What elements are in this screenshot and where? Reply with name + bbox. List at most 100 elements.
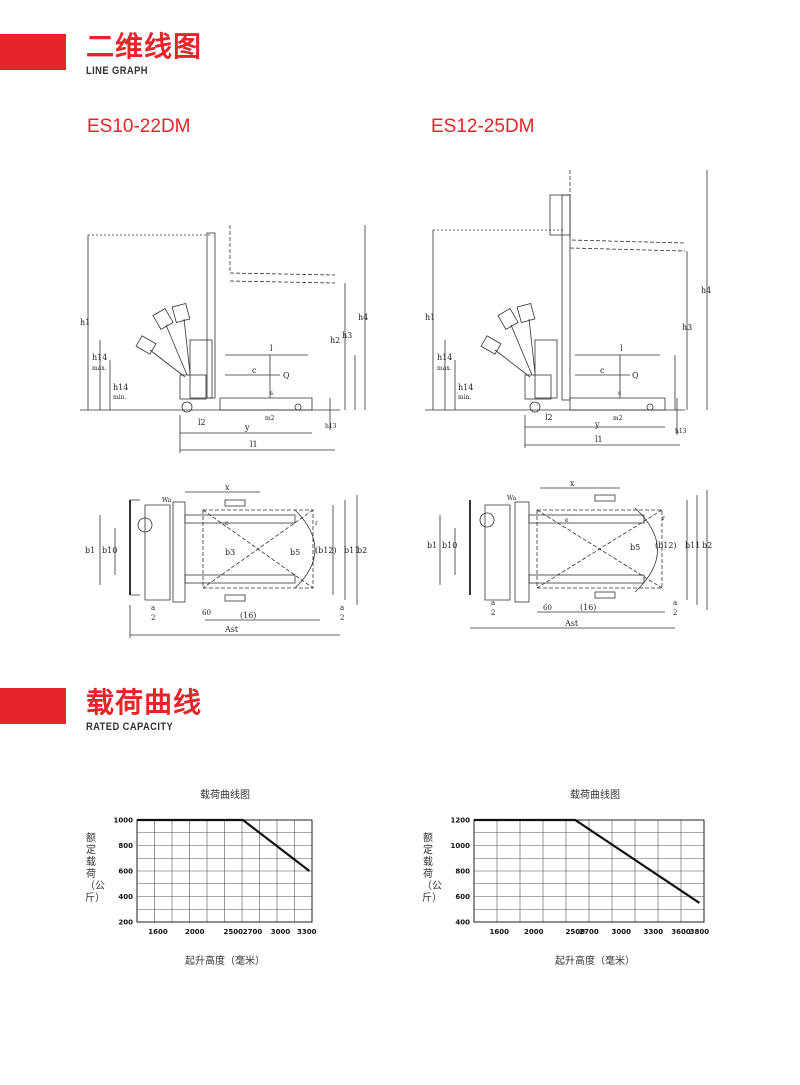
dim-min-left: min.: [113, 394, 126, 401]
dim-h3-left: h3: [342, 331, 352, 340]
dim-l-right: l: [620, 344, 623, 353]
dim-r-right: r: [662, 515, 665, 522]
dim-m2-left: m2: [265, 415, 275, 422]
dim-a2-right: a: [673, 599, 677, 607]
dim-b11-left: b11: [344, 546, 359, 555]
y-tick-label: 600: [455, 893, 470, 901]
section-subtitle-line-graph: LINE GRAPH: [86, 65, 148, 77]
x-tick-label: 1600: [148, 928, 168, 936]
dim-b11-right: b11: [685, 541, 700, 550]
section-title-line-graph: 二维线图: [86, 30, 203, 63]
dim-l1-right: l1: [595, 435, 603, 444]
dim-l-left: l: [270, 344, 273, 353]
dim-two2-right: 2: [673, 609, 677, 617]
dim-c-right: c: [600, 366, 605, 375]
dim-b1-left: b1: [85, 546, 95, 555]
dim-y-left: y: [244, 423, 250, 432]
dim-e-left: e: [225, 520, 229, 527]
dim-q-left: Q: [283, 371, 290, 380]
x-tick-label: 2000: [185, 928, 205, 936]
dim-two-left: 2: [151, 614, 155, 622]
side-view-drawing-left: h1 h14 max. h14 min. h2 h3 h4 l c Q s m2…: [80, 225, 368, 453]
dim-h4-right: h4: [701, 286, 711, 295]
y-tick-label: 1200: [451, 817, 471, 825]
dim-a-right: a: [491, 599, 495, 607]
dim-s-right: s: [618, 390, 621, 397]
dim-wa-right: Wa: [507, 495, 517, 502]
plot-frame: [473, 819, 705, 923]
dim-a2-left: a: [340, 604, 344, 612]
y-tick-label: 1000: [114, 817, 134, 825]
dim-a-left: a: [151, 604, 155, 612]
dim-h4-left: h4: [358, 313, 368, 322]
dim-max-left: max.: [92, 365, 107, 372]
dim-h13-right: h13: [675, 428, 687, 435]
x-tick-label: 3300: [644, 928, 664, 936]
x-tick-label: 3000: [271, 928, 291, 936]
chart-xlabel-right: 起升高度（毫米）: [555, 956, 635, 967]
section-title-rated-capacity: 载荷曲线: [86, 686, 203, 719]
y-tick-label: 800: [118, 842, 133, 850]
dim-h14-right: h14: [437, 353, 452, 362]
dim-b10-left: b10: [102, 546, 117, 555]
chart-title-right: 载荷曲线图: [570, 790, 620, 801]
x-tick-label: 3000: [611, 928, 631, 936]
section-accent-bar-2: [0, 688, 66, 724]
x-tick-label: 3300: [297, 928, 317, 936]
dim-r-left: r: [315, 520, 318, 527]
dim-b2-right: b2: [702, 541, 712, 550]
dim-ast-left: Ast: [224, 625, 239, 634]
dim-x-right: x: [570, 480, 575, 488]
dim-s-left: s: [270, 390, 273, 397]
y-tick-label: 200: [118, 919, 133, 927]
dim-two-right: 2: [491, 609, 495, 617]
dim-b10-right: b10: [442, 541, 457, 550]
dim-max-right: max.: [437, 365, 452, 372]
y-tick-label: 400: [118, 893, 133, 901]
dim-l2-left: l2: [198, 418, 206, 427]
series-line: [137, 818, 311, 872]
x-tick-label: 2500: [224, 928, 244, 936]
x-tick-label: 2500: [565, 928, 585, 936]
dim-c-left: c: [252, 366, 257, 375]
dim-16-right: (16): [580, 603, 596, 612]
chart-title-left: 载荷曲线图: [200, 790, 250, 801]
dim-b2-left: b2: [357, 546, 367, 555]
dim-h1-right: h1: [425, 313, 435, 322]
chart-xlabel-left: 起升高度（毫米）: [185, 956, 265, 967]
dim-b5-right: b5: [630, 543, 640, 552]
dim-b12-left: (b12): [315, 546, 337, 555]
x-tick-label: 2700: [579, 928, 599, 936]
dim-wa-left: Wa: [162, 497, 172, 504]
model-label-left: ES10-22DM: [87, 116, 191, 137]
dim-two2-left: 2: [340, 614, 344, 622]
dim-h14b-right: h14: [458, 383, 473, 392]
x-tick-label: 3800: [690, 928, 710, 936]
dim-b12-right: (b12): [655, 541, 677, 550]
dim-x-left: x: [225, 483, 230, 492]
top-view-drawing-right: x Wa b1 b10 b5 (b12) b11 b2 a 2 a 2 60 (…: [427, 480, 712, 629]
y-tick-label: 400: [455, 919, 470, 927]
top-view-drawing-left: x Wa b1 b10 b3 b5 (b12) b11 b2 a 2 a 2 6…: [85, 483, 367, 638]
dim-h14b-left: h14: [113, 383, 128, 392]
dim-y-right: y: [594, 420, 600, 429]
dim-60-left: 60: [202, 609, 211, 617]
dim-b1-right: b1: [427, 541, 437, 550]
dim-l2-right: l2: [545, 413, 553, 422]
dim-ast-right: Ast: [564, 619, 579, 628]
dim-l1-left: l1: [250, 440, 258, 449]
chart-ylabel-right: 额定载荷（公斤）: [422, 833, 442, 904]
model-label-right: ES12-25DM: [431, 116, 535, 137]
y-tick-label: 1000: [451, 842, 471, 850]
dim-h2-left: h2: [330, 336, 340, 345]
dim-h3-right: h3: [682, 323, 692, 332]
dim-60-right: 60: [543, 604, 552, 612]
series-line: [474, 818, 701, 904]
dim-e-right: e: [565, 517, 569, 524]
x-tick-label: 3600: [671, 928, 691, 936]
y-tick-label: 600: [118, 868, 133, 876]
dim-b5-left: b5: [290, 548, 300, 557]
x-tick-label: 1600: [490, 928, 510, 936]
